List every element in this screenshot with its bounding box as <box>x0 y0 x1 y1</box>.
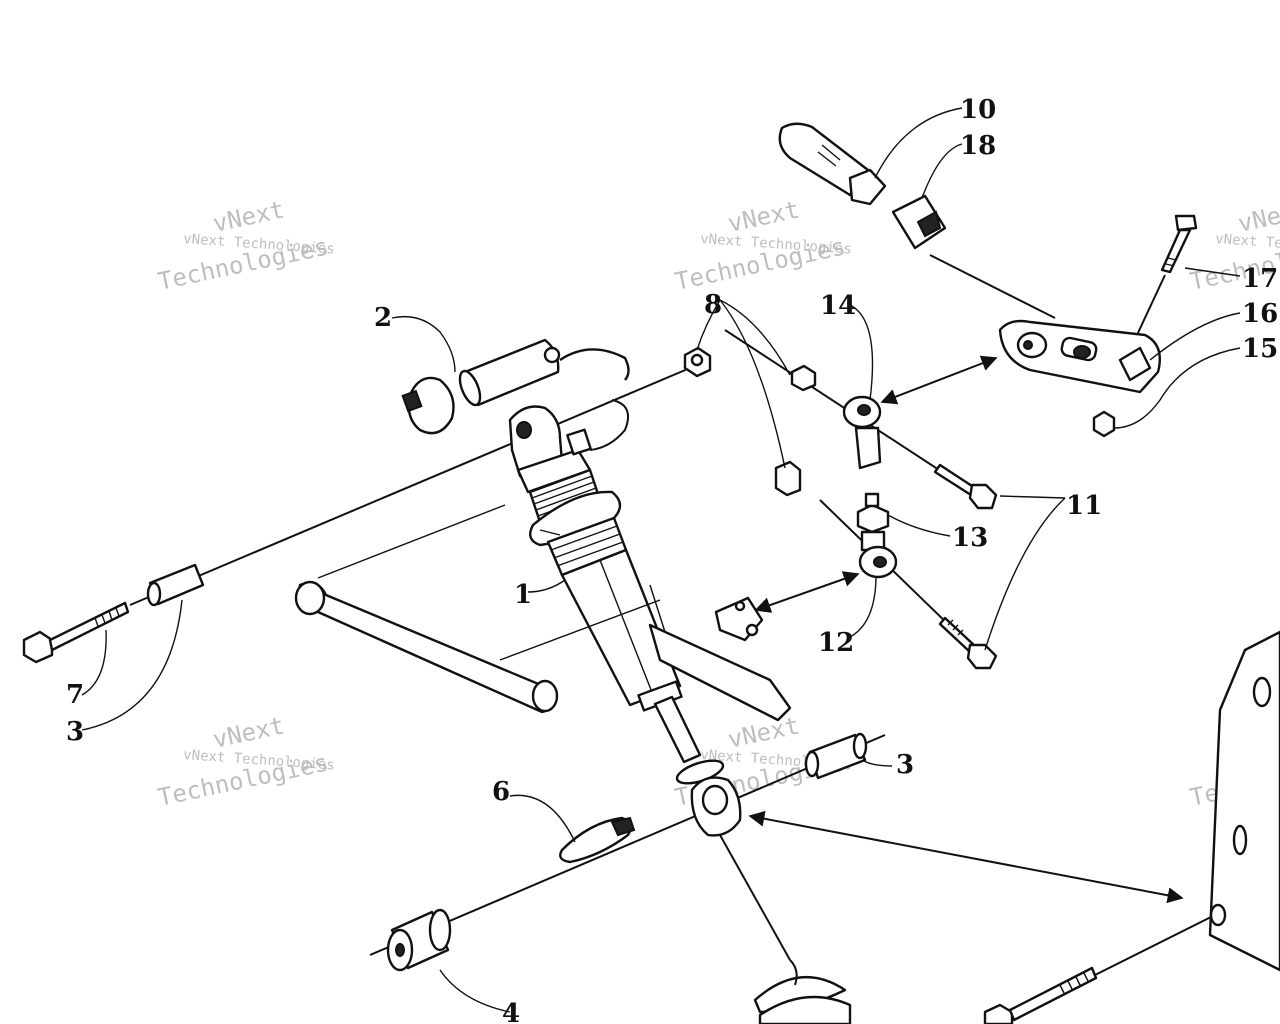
callout-10: 10 <box>960 95 996 125</box>
bracket-nut <box>1092 410 1116 438</box>
callout-8: 8 <box>704 290 722 320</box>
callout-1: 1 <box>514 580 532 610</box>
callout-7: 7 <box>66 680 84 710</box>
watermark-text: vNext <box>210 195 286 237</box>
assembly-arrows <box>748 355 1184 904</box>
callout-15: 15 <box>1242 334 1278 364</box>
adjuster-rod <box>778 122 887 206</box>
adjuster-sleeve <box>891 194 947 250</box>
watermark-2: vNext vNext Technologies Technologies <box>672 195 852 295</box>
shock-bracket <box>998 319 1162 394</box>
watermark-text: vNext <box>1235 195 1280 237</box>
watermark-text: vNext <box>725 195 801 237</box>
callout-12: 12 <box>818 628 854 658</box>
bolt-left <box>22 601 130 664</box>
bushing <box>386 908 452 972</box>
callout-4: 4 <box>502 999 520 1024</box>
shock-absorber <box>508 348 725 785</box>
frame-plate <box>1208 630 1280 972</box>
spacer-right <box>804 732 868 780</box>
bolt-11-lower <box>938 616 998 670</box>
bracket-bolt <box>1160 214 1198 274</box>
callout-labels: 1 2 3 3 4 6 7 8 10 11 12 13 14 15 16 17 … <box>66 95 1278 1024</box>
watermark-text: vNext <box>725 711 801 753</box>
lock-nut-lower <box>774 460 802 497</box>
leader-lines <box>81 107 1241 1013</box>
jam-nut <box>856 492 890 534</box>
callout-3-left: 3 <box>66 717 84 747</box>
remote-reservoir <box>401 338 561 435</box>
coil-spring <box>753 959 852 1024</box>
callout-16: 16 <box>1242 299 1278 329</box>
callout-18: 18 <box>960 131 996 161</box>
shock-lower-eye <box>690 776 742 837</box>
callout-3-right: 3 <box>896 750 914 780</box>
callout-17: 17 <box>1242 264 1278 294</box>
watermark-1: vNext vNext Technologies Technologies <box>155 195 335 295</box>
long-bolt <box>983 966 1098 1024</box>
callout-13: 13 <box>952 523 988 553</box>
watermark-text: vNext <box>210 711 286 753</box>
washer <box>559 816 636 864</box>
lock-nut-mid <box>790 364 817 392</box>
bolt-11-upper <box>933 463 998 510</box>
watermark-4: vNext vNext Technologies Technologies <box>155 711 335 811</box>
lock-nut-top <box>683 346 712 378</box>
callout-14: 14 <box>820 291 856 321</box>
spacer-left <box>146 563 205 607</box>
callout-6: 6 <box>492 777 510 807</box>
rod-end-upper <box>842 395 882 470</box>
callout-11: 11 <box>1066 491 1102 521</box>
callout-2: 2 <box>374 303 392 333</box>
frame-tube <box>294 504 792 722</box>
rod-end-lower <box>858 530 898 579</box>
alignment-lines <box>129 254 1216 986</box>
